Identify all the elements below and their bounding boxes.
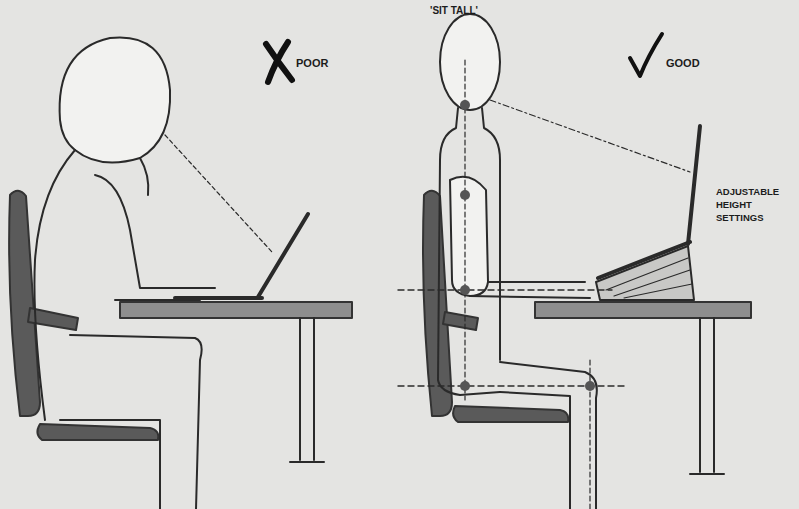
joint-dot (585, 381, 595, 391)
upper-arm (450, 177, 488, 296)
joint-dot (460, 381, 470, 391)
leg-back (60, 420, 160, 509)
chair-seat (453, 406, 568, 422)
head (60, 37, 171, 162)
lumbar-strap (443, 312, 478, 330)
check-mark (630, 34, 662, 76)
rating-label: POOR (296, 56, 356, 71)
desk-leg (290, 318, 324, 462)
sight-line (165, 135, 272, 252)
sight-line (490, 100, 690, 172)
joint-dot (460, 190, 470, 200)
thigh-and-shin (70, 335, 202, 509)
good-posture-scene (398, 14, 751, 509)
callout-note: ADJUSTABLE HEIGHT SETTINGS (716, 186, 798, 224)
rating-label: GOOD (666, 56, 726, 71)
chair-seat (37, 424, 158, 440)
arm-outline (95, 175, 215, 288)
head (440, 14, 500, 110)
elbow-level-line (398, 289, 612, 290)
joint-dot (460, 100, 470, 110)
body-back (438, 108, 500, 395)
joint-dot (460, 285, 470, 295)
thigh-and-shin (500, 362, 597, 509)
spine-alignment-line (464, 60, 465, 400)
posture-cue: 'SIT TALL' (430, 4, 520, 18)
poor-posture-scene (9, 37, 352, 509)
desk-top (535, 302, 751, 318)
stand-height-steps (606, 258, 692, 298)
laptop-base (598, 242, 690, 278)
desk-leg (690, 318, 724, 474)
laptop-base (175, 296, 262, 300)
cross-mark (266, 42, 292, 82)
back-outline (34, 150, 75, 420)
desk-top (120, 302, 352, 318)
neck-front (140, 158, 148, 195)
laptop-screen (258, 214, 308, 297)
laptop-screen (688, 126, 700, 244)
